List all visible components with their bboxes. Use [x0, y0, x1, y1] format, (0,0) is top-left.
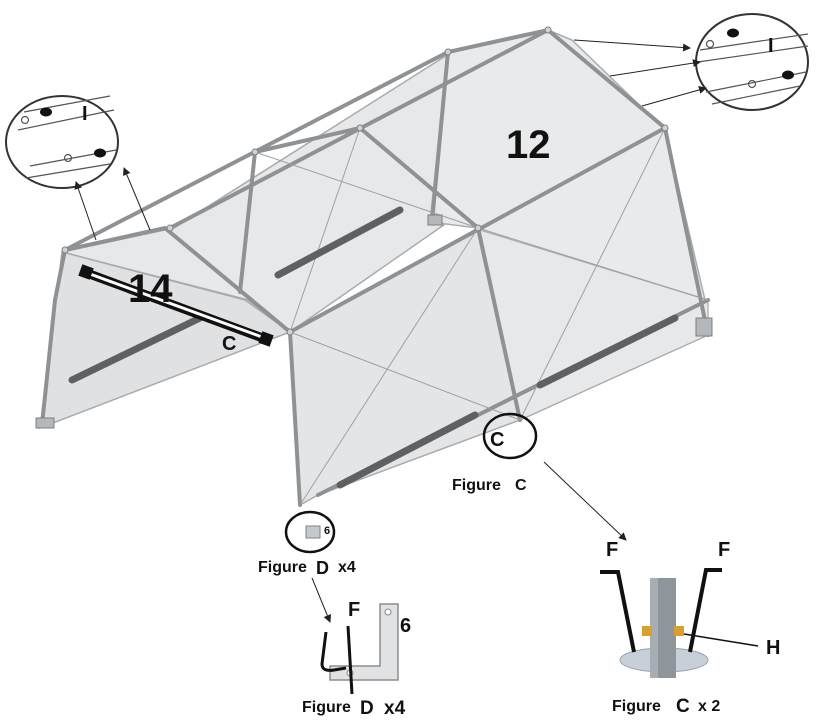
- figure-d-caption-word: Figure: [258, 559, 307, 576]
- label-f-right-detail-c: F: [718, 539, 730, 561]
- stake-f-right: [688, 568, 722, 653]
- label-six-circle: 6: [324, 525, 330, 537]
- beam-part-14: [78, 264, 274, 347]
- detail-bubble-right: [695, 13, 809, 111]
- label-c-circle: C: [490, 429, 504, 451]
- clip-icon: [94, 148, 106, 158]
- joint: [166, 224, 174, 232]
- canopy-structure: [35, 26, 713, 507]
- strap: [68, 314, 204, 384]
- figure-d-caption-count: x4: [338, 559, 356, 576]
- stake-f: [346, 625, 354, 695]
- joint: [474, 224, 482, 232]
- angle-bracket-6: [329, 603, 399, 681]
- joint: [444, 48, 452, 56]
- rear-arch-frame: [40, 225, 302, 507]
- corner-bracket: [305, 525, 321, 539]
- detail-c-caption-letter: C: [676, 696, 690, 717]
- joint: [356, 124, 364, 132]
- label-h-detail-c: H: [766, 637, 780, 659]
- label-f-left-detail-c: F: [606, 539, 618, 561]
- label-part-14: 14: [128, 267, 173, 311]
- label-i-right: I: [768, 35, 774, 57]
- circle-detail-d: [284, 510, 336, 554]
- detail-figure-c: [600, 568, 759, 678]
- joint: [544, 26, 552, 34]
- strap: [336, 411, 479, 489]
- detail-d-caption-count: x4: [384, 698, 406, 719]
- label-part-12: 12: [506, 123, 551, 167]
- bolt-icon: [674, 626, 684, 636]
- label-6-detail-d: 6: [400, 615, 411, 637]
- detail-bubble-left: [5, 95, 119, 189]
- joint: [251, 148, 259, 156]
- figure-c-caption-letter: C: [515, 477, 527, 494]
- circle-detail-c: [482, 412, 538, 460]
- leader-arrows: [74, 39, 707, 623]
- detail-c-caption-count: x 2: [698, 698, 720, 715]
- grommet-icon: [63, 153, 73, 163]
- foot-plate: [427, 214, 443, 226]
- strap: [274, 206, 404, 279]
- detail-d-caption-letter: D: [360, 698, 374, 719]
- joint: [661, 124, 669, 132]
- stake-hook: [320, 631, 347, 672]
- label-c-beam: C: [222, 333, 236, 355]
- figure-d-caption-letter: D: [316, 558, 329, 578]
- brace-cable: [477, 227, 709, 301]
- brace-cable: [519, 127, 666, 421]
- detail-d-caption-word: Figure: [302, 699, 351, 716]
- grommet-icon: [705, 39, 715, 49]
- foot-plate: [35, 417, 55, 429]
- detail-c-caption-word: Figure: [612, 698, 661, 715]
- figure-c-caption-word: Figure: [452, 477, 501, 494]
- brace-cable: [289, 127, 361, 333]
- leader-h: [683, 633, 759, 647]
- grommet-icon: [747, 79, 757, 89]
- clip-icon: [727, 28, 739, 38]
- strap: [536, 314, 679, 389]
- detail-figure-d: [320, 603, 399, 695]
- brace-cable: [299, 227, 479, 506]
- clip-icon: [40, 107, 52, 117]
- clip-icon: [782, 70, 794, 80]
- joint: [61, 246, 69, 254]
- brace-cable: [289, 331, 521, 421]
- label-i-left: I: [82, 103, 88, 125]
- bolt-icon: [642, 626, 652, 636]
- foot-plate: [695, 317, 713, 337]
- label-f-detail-d: F: [348, 599, 360, 621]
- grommet-icon: [20, 115, 30, 125]
- joint: [286, 328, 294, 336]
- stake-f-left: [600, 570, 636, 653]
